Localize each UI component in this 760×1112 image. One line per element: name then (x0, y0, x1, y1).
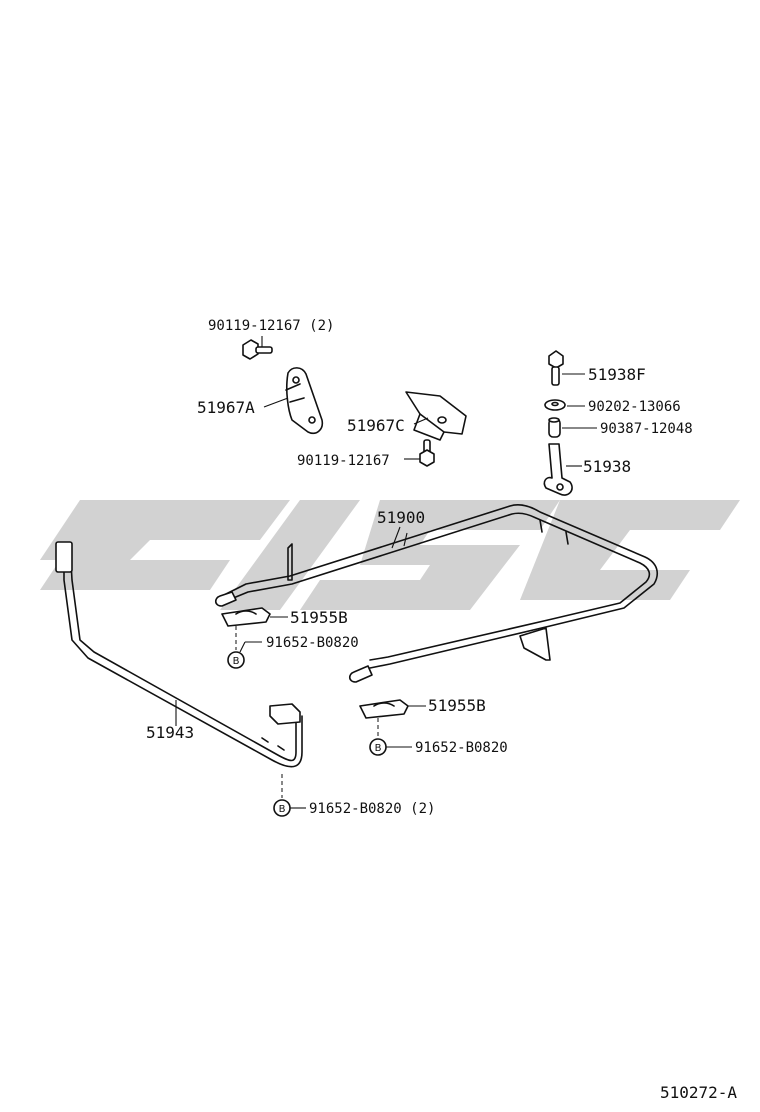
watermark (40, 500, 740, 610)
label-bar-main: 51900 (377, 508, 425, 527)
front-bar-icon (55, 541, 303, 798)
bracket-a-icon (263, 367, 324, 435)
svg-text:B: B (375, 743, 382, 754)
label-bolt-f: 51938F (588, 365, 646, 384)
label-nut-left: 91652-B0820 (266, 635, 359, 651)
bushing-icon (359, 699, 426, 740)
bolt-icon (242, 336, 273, 360)
diagram-id: 510272-A (660, 1083, 737, 1102)
label-bolt-top-left: 90119-12167 (2) (208, 318, 334, 334)
label-nut-right: 91652-B0820 (415, 740, 508, 756)
nut-icon: B (369, 738, 412, 756)
label-bracket-a: 51967A (197, 398, 255, 417)
label-bar-front: 51943 (146, 723, 194, 742)
label-bolt-mid: 90119-12167 (297, 453, 390, 469)
collar-icon (548, 417, 597, 438)
label-washer: 90202-13066 (588, 399, 681, 415)
nut-icon: B (273, 799, 306, 817)
label-link: 51938 (583, 457, 631, 476)
bracket-c-icon (405, 391, 467, 441)
nut-icon: B (227, 641, 262, 669)
bolt-icon (548, 350, 585, 386)
label-collar: 90387-12048 (600, 421, 693, 437)
label-bushing-left: 51955B (290, 608, 348, 627)
bolt-icon (404, 439, 435, 467)
svg-text:B: B (279, 804, 286, 815)
svg-text:B: B (233, 656, 240, 667)
link-icon (543, 443, 582, 496)
stabilizer-bar-icon (214, 504, 659, 683)
label-bracket-c: 51967C (347, 416, 405, 435)
label-nut-bottom: 91652-B0820 (2) (309, 801, 435, 817)
bushing-icon (221, 607, 288, 650)
label-bushing-right: 51955B (428, 696, 486, 715)
washer-icon (544, 399, 585, 411)
